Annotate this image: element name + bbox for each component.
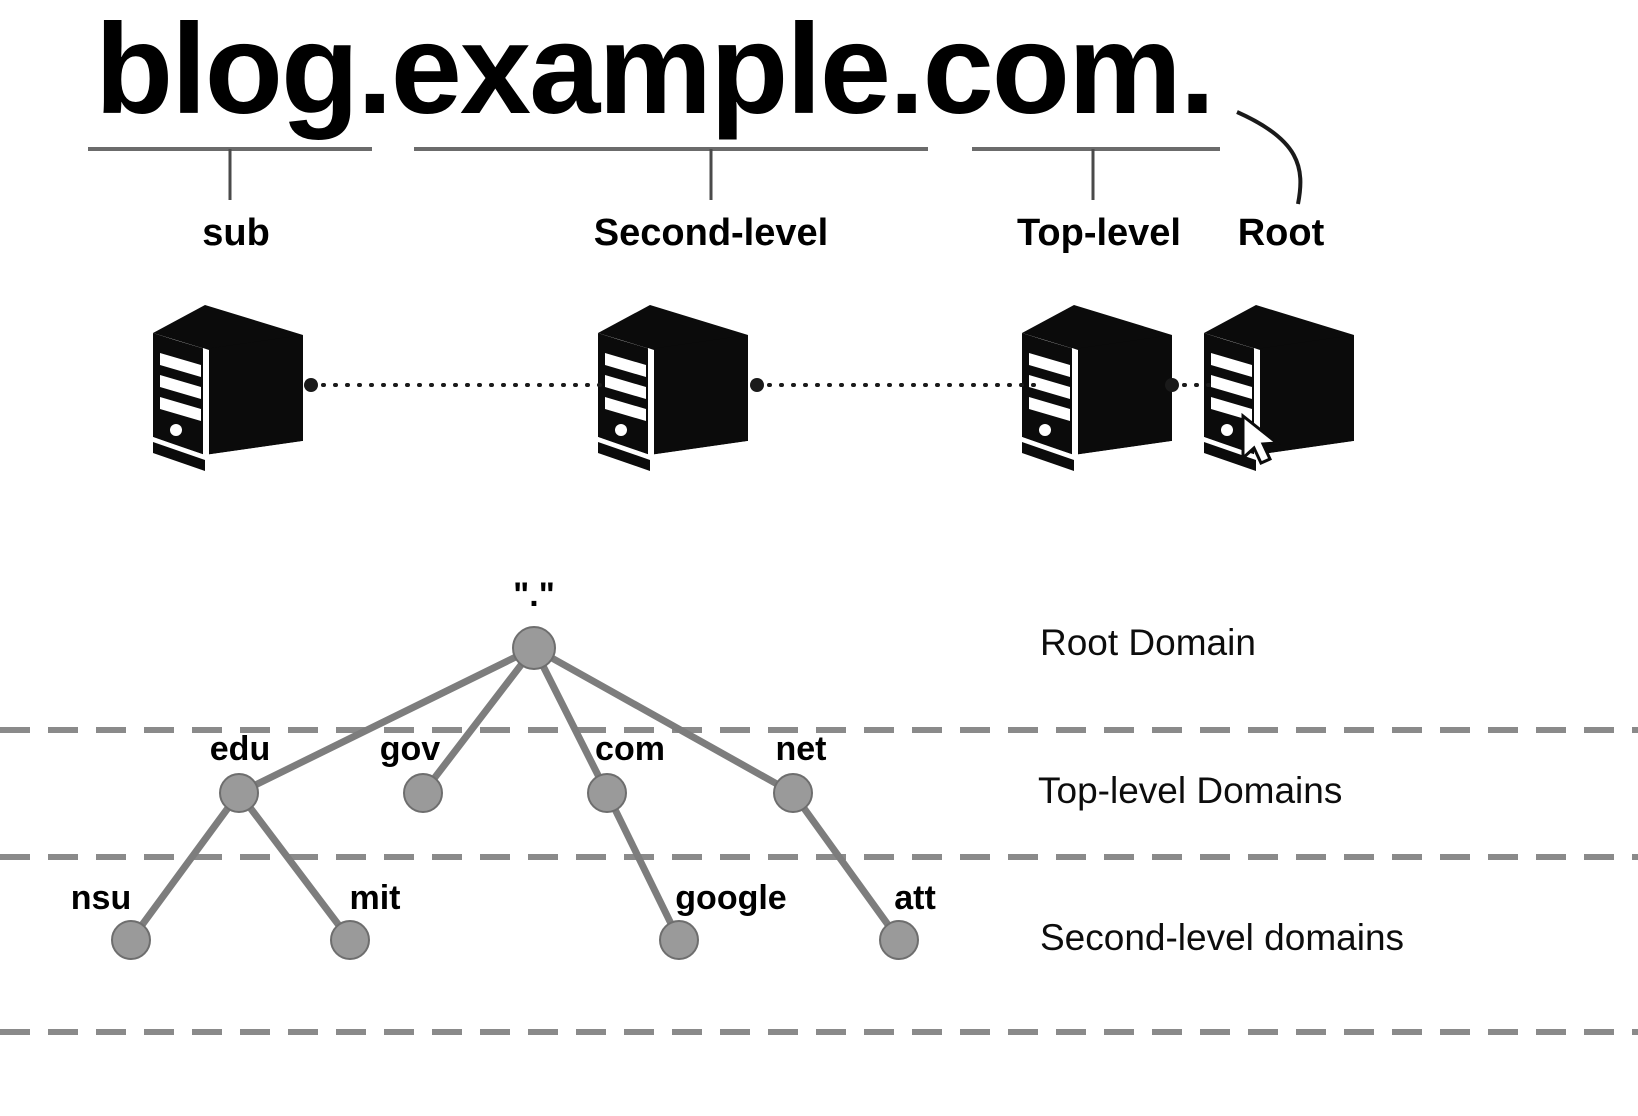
tree-node-google[interactable] (659, 920, 699, 960)
tree-node-root[interactable] (512, 626, 556, 670)
server-tower-icon[interactable] (153, 305, 303, 471)
tree-node-att[interactable] (879, 920, 919, 960)
zone-root: Root Domain (1040, 622, 1256, 663)
connector-bullet (750, 378, 764, 392)
tree-node-nsu[interactable] (111, 920, 151, 960)
tree-node-label-google: google (675, 879, 787, 917)
tree-edge-edu-to-mit (235, 789, 354, 944)
tree-node-label-root: "." (513, 576, 555, 614)
bracket-caption-second-level: Second-level (593, 212, 829, 254)
tree-node-gov[interactable] (403, 773, 443, 813)
tree-node-label-gov: gov (379, 730, 441, 768)
connector-bullet (1165, 378, 1179, 392)
tree-node-label-att: att (894, 879, 936, 917)
tree-edge-root-to-edu (235, 644, 538, 797)
server-tower-icon[interactable] (1204, 305, 1354, 471)
connector-bullet (304, 378, 318, 392)
tree-node-net[interactable] (773, 773, 813, 813)
title-bracket-group (88, 147, 1220, 200)
tree-edge-root-to-gov (419, 644, 538, 797)
zone-sld: Second-level domains (1040, 917, 1405, 958)
tree-node-mit[interactable] (330, 920, 370, 960)
root-leader-curve (1236, 110, 1303, 205)
server-connector-group (304, 378, 1220, 392)
tree-edge-edu-to-nsu (127, 789, 243, 944)
tree-edge-root-to-com (530, 644, 611, 797)
tree-node-label-net: net (775, 730, 827, 768)
tree-node-label-com: com (595, 730, 665, 768)
tree-node-com[interactable] (587, 773, 627, 813)
bracket-caption-top-level: Top-level (1017, 212, 1181, 254)
tree-node-edu[interactable] (219, 773, 259, 813)
tree-node-group (111, 626, 919, 960)
tree-node-label-edu: edu (209, 730, 271, 768)
mouse-cursor-icon (1241, 412, 1281, 465)
tree-edge-net-to-att (789, 789, 903, 944)
tree-node-label-mit: mit (349, 879, 401, 917)
tree-edge-root-to-net (530, 644, 797, 797)
server-tower-icon[interactable] (1022, 305, 1172, 471)
bracket-caption-sub: sub (202, 212, 270, 254)
tree-edge-com-to-google (603, 789, 683, 944)
server-tower-icon[interactable] (598, 305, 748, 471)
tree-edge-group (127, 644, 903, 944)
zone-tld: Top-level Domains (1038, 770, 1343, 811)
page-title: blog.example.com. (95, 0, 1215, 141)
zone-separator-group (0, 727, 1638, 1035)
bracket-caption-root: Root (1237, 212, 1325, 254)
tree-node-label-nsu: nsu (70, 879, 132, 917)
